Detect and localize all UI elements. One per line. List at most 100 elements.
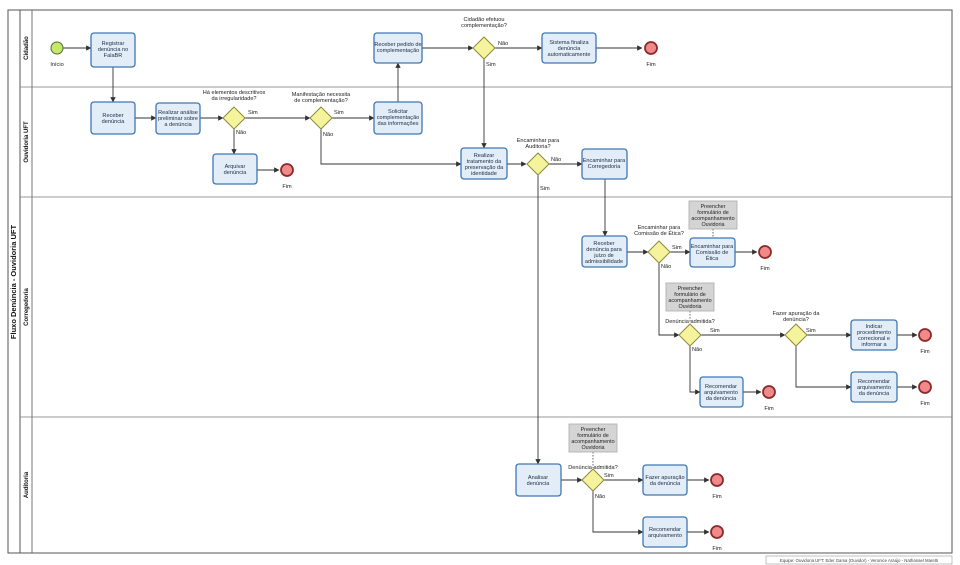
label-nao: Não (595, 494, 605, 500)
end-event: Fim (762, 385, 776, 412)
end-label: Fim (712, 494, 722, 500)
label-nao: Não (661, 264, 671, 270)
lane-cidadao: Cidadão (24, 36, 30, 60)
end-event: Fim (280, 163, 294, 190)
branch-labels: Sim Não Sim Não Não Sim Não Sim Sim Não … (236, 41, 816, 500)
end-label: Fim (282, 184, 292, 190)
end-label: Fim (760, 266, 770, 272)
svg-text:Denúncia admitida?: Denúncia admitida? (568, 465, 617, 471)
pool-title: Fluxo Denúncia - Ouvidoria UFT (9, 225, 18, 340)
footer-text: Equipe: Ouvidoria UFT: Eder Gama (Ouvido… (780, 558, 938, 563)
end-event: Fim (918, 380, 932, 407)
label-sim: Sim (486, 62, 496, 68)
start-label: Início (50, 62, 63, 68)
label-sim: Sim (672, 245, 682, 251)
label-sim: Sim (540, 186, 550, 192)
start-event: Início (50, 41, 64, 68)
gateway-admitida-auditoria[interactable]: Denúncia admitida? (568, 465, 618, 492)
gateway-admitida-corregedoria[interactable]: Denúncia admitida? (665, 319, 715, 347)
end-label: Fim (920, 401, 930, 407)
label-nao: Não (692, 347, 702, 353)
end-event: Fim (918, 328, 932, 355)
label-sim: Sim (248, 110, 258, 116)
label-nao: Não (323, 132, 333, 138)
label-nao: Não (498, 41, 508, 47)
end-event: Fim (758, 245, 772, 272)
label-nao: Não (551, 157, 561, 163)
footer: Equipe: Ouvidoria UFT: Eder Gama (Ouvido… (765, 555, 953, 565)
label-sim: Sim (334, 110, 344, 116)
end-event: Fim (644, 41, 658, 68)
end-label: Fim (920, 349, 930, 355)
end-label: Fim (646, 62, 656, 68)
svg-text:Denúncia admitida?: Denúncia admitida? (665, 319, 714, 325)
label-sim: Sim (806, 328, 816, 334)
end-event: Fim (710, 473, 724, 500)
sequence-flows (63, 45, 918, 535)
lane-ouvidoria: Ouvidoria UFT (24, 121, 30, 163)
label-sim: Sim (604, 473, 614, 479)
lane-corregedoria: Corregedoria (24, 288, 30, 326)
lane-auditoria: Auditoria (24, 471, 30, 498)
end-label: Fim (764, 406, 774, 412)
label-sim: Sim (710, 328, 720, 334)
pool: Fluxo Denúncia - Ouvidoria UFT Cidadão O… (7, 9, 953, 554)
end-label: Fim (712, 546, 722, 552)
end-event: Fim (710, 525, 724, 552)
label-nao: Não (236, 130, 246, 136)
